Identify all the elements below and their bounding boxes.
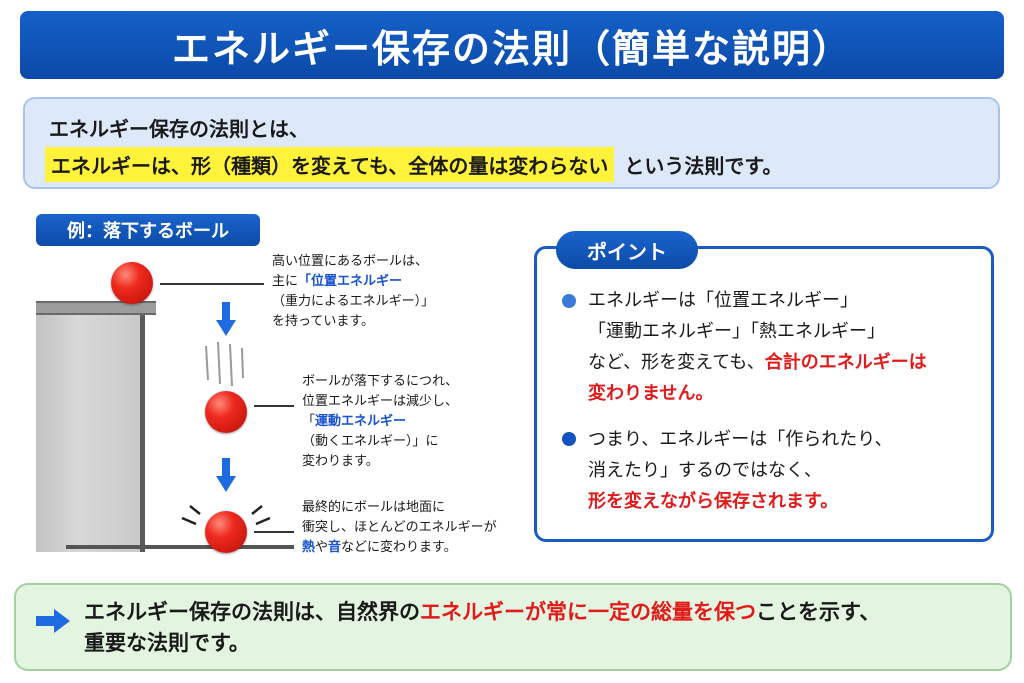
page-title-text: エネルギー保存の法則（簡単な説明）	[171, 26, 852, 71]
summary-part: ことを示す、	[756, 600, 881, 624]
leader-line	[160, 283, 264, 285]
caption-line: 衝突し、ほとんどのエネルギーが	[302, 520, 497, 535]
point-line: つまり、エネルギーは「作られたり、	[588, 429, 893, 450]
caption-line: ボールが落下するにつれ、	[302, 374, 459, 389]
wall	[36, 308, 144, 552]
caption-line: を持っています。	[272, 314, 375, 329]
point-emphasis: 合計のエネルギーは	[764, 352, 927, 373]
intro-suffix: という法則です。	[624, 154, 783, 178]
bullet-dot-icon	[562, 294, 576, 308]
leader-line	[254, 531, 294, 533]
point-bullet-1: エネルギーは「位置エネルギー」 「運動エネルギー」「熱エネルギー」 など、形を変…	[588, 285, 988, 409]
example-label: 例：落下するボール	[36, 214, 260, 246]
point-line: 「運動エネルギー」「熱エネルギー」	[588, 321, 885, 342]
summary-part: エネルギー保存の法則は、自然界の	[84, 600, 420, 624]
ledge	[36, 301, 156, 315]
intro-line-2: エネルギーは、形（種類）を変えても、全体の量は変わらない という法則です。	[45, 147, 782, 182]
wall-edge	[140, 308, 145, 552]
point-text: など、形を変えても、	[588, 352, 765, 373]
point-emphasis: 変わりません。	[588, 383, 714, 404]
impact-lines	[181, 505, 271, 526]
motion-lines	[205, 342, 244, 387]
bullet-dot-icon	[562, 432, 576, 446]
caption-impact: 最終的にボールは地面に 衝突し、ほとんどのエネルギーが 熱や音などに変わります。	[302, 498, 542, 558]
summary-line: エネルギー保存の法則は、自然界のエネルギーが常に一定の総量を保つことを示す、	[84, 597, 984, 628]
caption-line: 最終的にボールは地面に	[302, 500, 446, 515]
summary-text: エネルギー保存の法則は、自然界のエネルギーが常に一定の総量を保つことを示す、 重…	[84, 597, 984, 659]
summary-emphasis: エネルギーが常に一定の総量を保つ	[420, 600, 756, 624]
right-arrow-icon	[36, 609, 70, 633]
caption-text: 「	[302, 414, 316, 429]
point-emphasis: 形を変えながら保存されます。	[588, 491, 839, 512]
intro-line-1: エネルギー保存の法則とは、	[49, 117, 309, 141]
caption-line: 高い位置にあるボールは、	[272, 254, 429, 269]
summary-box	[14, 583, 1012, 671]
caption-line: （動くエネルギー）」に	[302, 434, 439, 449]
ball-middle	[205, 391, 247, 433]
point-line: エネルギーは「位置エネルギー」	[588, 290, 858, 311]
caption-line: 位置エネルギーは減少し、	[302, 394, 459, 409]
caption-line: 「運動エネルギー	[302, 412, 532, 432]
caption-potential: 高い位置にあるボールは、 主に「位置エネルギー （重力によるエネルギー）」 を持…	[272, 252, 502, 332]
leader-line	[254, 405, 294, 407]
caption-line: 主に「位置エネルギー	[272, 272, 502, 292]
ball-top	[111, 262, 153, 304]
caption-text: 主に	[272, 274, 299, 289]
caption-keyword: 熱	[302, 540, 316, 555]
caption-line: 変わります。	[302, 454, 379, 469]
caption-keyword: 「位置エネルギー	[298, 274, 403, 289]
caption-keyword: 運動エネルギー	[315, 414, 407, 429]
point-tag-text: ポイント	[587, 239, 667, 264]
point-box	[534, 246, 994, 542]
caption-keyword: 音	[328, 540, 342, 555]
point-bullet-2: つまり、エネルギーは「作られたり、 消えたり」するのではなく、 形を変えながら保…	[588, 424, 988, 517]
caption-line: （重力によるエネルギー）」	[272, 294, 435, 309]
ball-bottom	[205, 511, 247, 553]
summary-line: 重要な法則です。	[84, 631, 250, 655]
down-arrow-icon	[216, 302, 236, 336]
example-label-text: 例：落下するボール	[67, 221, 229, 242]
ground-line	[66, 545, 294, 549]
down-arrow-icon	[216, 458, 236, 492]
caption-text: などに変わります。	[341, 540, 457, 555]
caption-kinetic: ボールが落下するにつれ、 位置エネルギーは減少し、 「運動エネルギー （動くエネ…	[302, 372, 532, 472]
point-line: など、形を変えても、合計のエネルギーは	[588, 347, 988, 378]
intro-highlight: エネルギーは、形（種類）を変えても、全体の量は変わらない	[45, 147, 615, 182]
point-line: 消えたり」するのではなく、	[588, 460, 822, 481]
page-title: エネルギー保存の法則（簡単な説明）	[20, 11, 1004, 79]
point-tag: ポイント	[556, 231, 698, 269]
intro-box: エネルギー保存の法則とは、 エネルギーは、形（種類）を変えても、全体の量は変わら…	[23, 97, 1000, 189]
caption-text: や	[315, 540, 329, 555]
caption-line: 熱や音などに変わります。	[302, 538, 542, 558]
